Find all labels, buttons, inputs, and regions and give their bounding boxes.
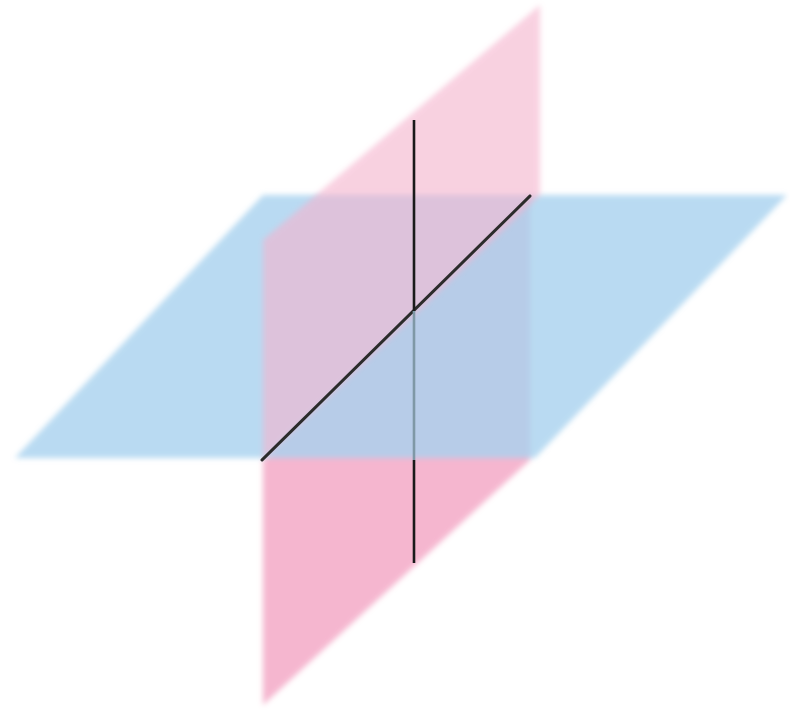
vertical-plane-upper-half [263, 5, 540, 460]
intersection-line [260, 194, 532, 462]
